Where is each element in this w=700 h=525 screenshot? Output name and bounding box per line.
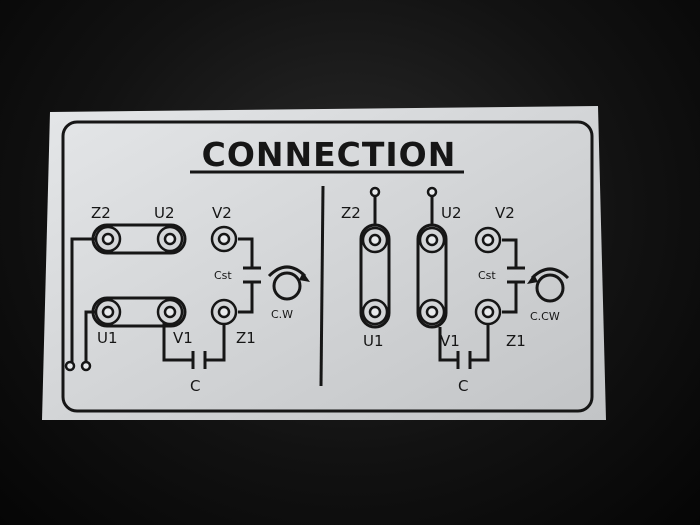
label-c-right: C — [458, 377, 468, 395]
terminal-u1-left-core — [101, 305, 115, 319]
label-z2-left: Z2 — [91, 204, 111, 222]
label-direction-right: C.CW — [530, 310, 560, 323]
terminal-z1-right-core — [481, 305, 495, 319]
label-u2-right: U2 — [441, 204, 462, 222]
center-divider — [319, 185, 325, 387]
label-u2-left: U2 — [154, 204, 175, 222]
wire-v1-c — [162, 312, 193, 362]
wire-cst-z1-right — [502, 282, 518, 314]
label-c-left: C — [190, 377, 200, 395]
metal-plate — [42, 106, 606, 420]
label-z1-left: Z1 — [236, 329, 256, 347]
label-v2-right: V2 — [495, 204, 515, 222]
terminal-v2-left-core — [217, 232, 231, 246]
label-u1-left: U1 — [97, 329, 118, 347]
supply-terminal-1 — [64, 360, 76, 372]
label-v1-right: V1 — [440, 332, 460, 350]
wire-v1-c-right — [438, 327, 458, 362]
terminal-u2-left-core — [163, 232, 177, 246]
label-u1-right: U1 — [363, 332, 384, 350]
terminal-z2-left-core — [101, 232, 115, 246]
left-terminals — [64, 225, 238, 372]
plate-border — [61, 120, 594, 413]
wire-c-z1 — [205, 312, 226, 362]
terminal-v2-right-core — [481, 233, 495, 247]
supply-terminal-3 — [369, 186, 381, 198]
terminal-z1-left-core — [217, 305, 231, 319]
terminal-z2-right-core — [368, 233, 382, 247]
label-z2-right: Z2 — [341, 204, 361, 222]
supply-terminal-4 — [426, 186, 438, 198]
wire-v2-cst-right — [502, 238, 518, 268]
right-wiring-diagram — [359, 196, 525, 369]
rotation-ccw-icon — [527, 267, 570, 303]
wire-c-z1-right — [470, 312, 490, 362]
left-wiring-diagram — [70, 223, 261, 369]
label-v2-left: V2 — [212, 204, 232, 222]
rotation-cw-icon — [267, 265, 310, 301]
label-z1-right: Z1 — [506, 332, 526, 350]
wire-v2-cst — [238, 237, 254, 268]
wire-cst-z1 — [238, 282, 254, 314]
terminal-v1-left-core — [163, 305, 177, 319]
plate-title: CONNECTION — [202, 135, 457, 174]
terminal-u2-right-core — [425, 233, 439, 247]
label-cst-right: Cst — [478, 269, 496, 282]
label-cst-left: Cst — [214, 269, 232, 282]
supply-terminal-2 — [80, 360, 92, 372]
right-terminals — [361, 186, 502, 326]
terminal-u1-right-core — [368, 305, 382, 319]
terminal-v1-right-core — [425, 305, 439, 319]
label-v1-left: V1 — [173, 329, 193, 347]
label-direction-left: C.W — [271, 308, 293, 321]
